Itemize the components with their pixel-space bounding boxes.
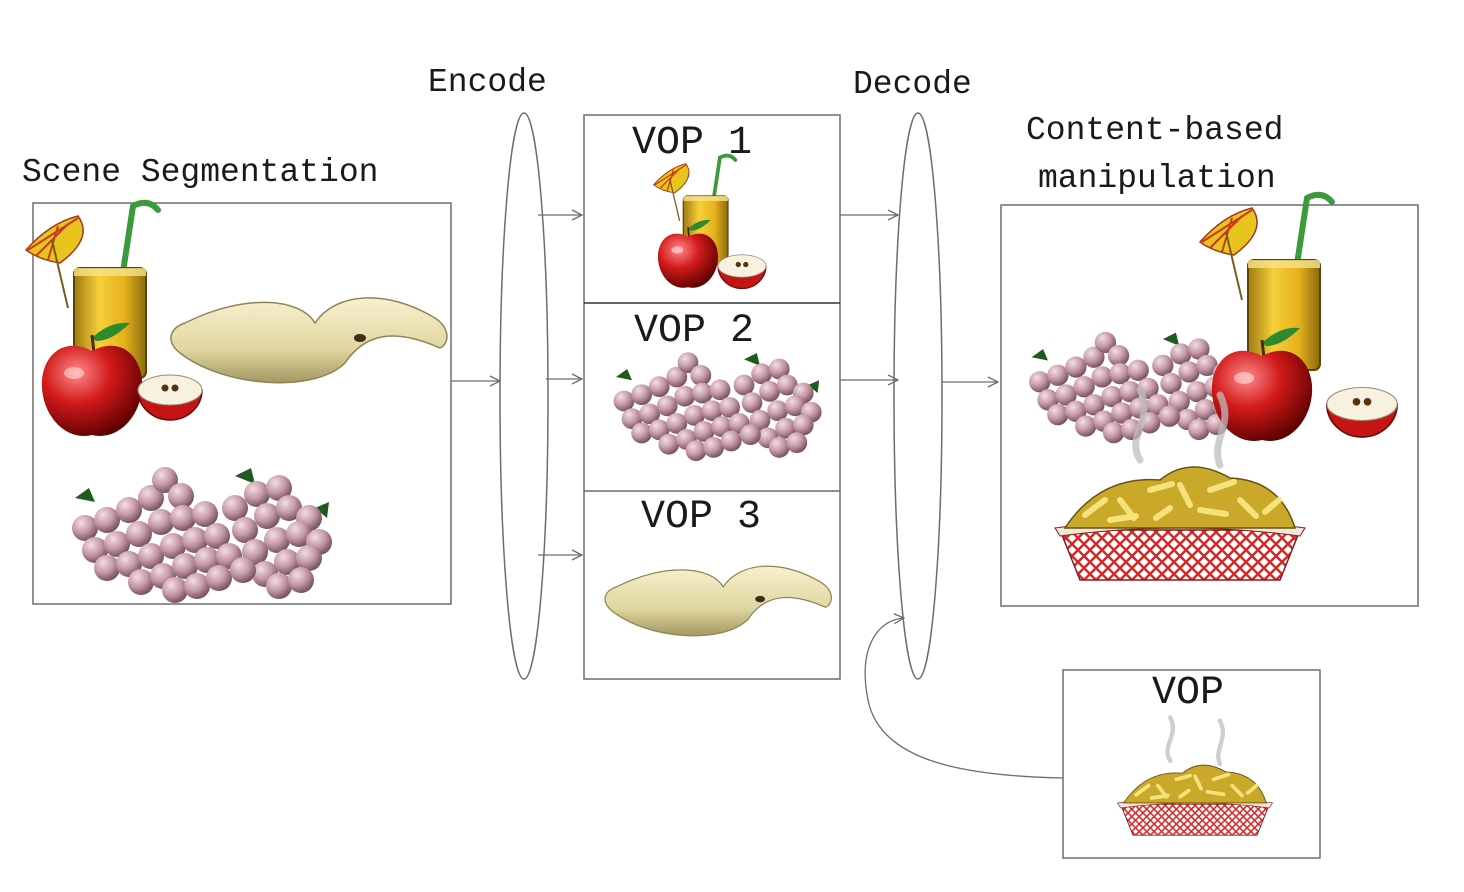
arrow-extra-vop-to-decoder [864, 618, 1064, 779]
scene-segmentation-label: Scene Segmentation [22, 154, 379, 191]
vop1-label: VOP 1 [632, 121, 753, 166]
extra-vop-label: VOP [1152, 671, 1225, 716]
vop2-label: VOP 2 [634, 309, 755, 354]
content-based-label: Content-based [1026, 112, 1284, 149]
vop3-label: VOP 3 [641, 495, 762, 540]
encode-label: Encode [428, 64, 547, 101]
decoder-ellipse [893, 112, 943, 680]
decode-label: Decode [853, 66, 972, 103]
encoder-ellipse [499, 112, 549, 680]
manipulation-label: manipulation [1038, 160, 1276, 197]
